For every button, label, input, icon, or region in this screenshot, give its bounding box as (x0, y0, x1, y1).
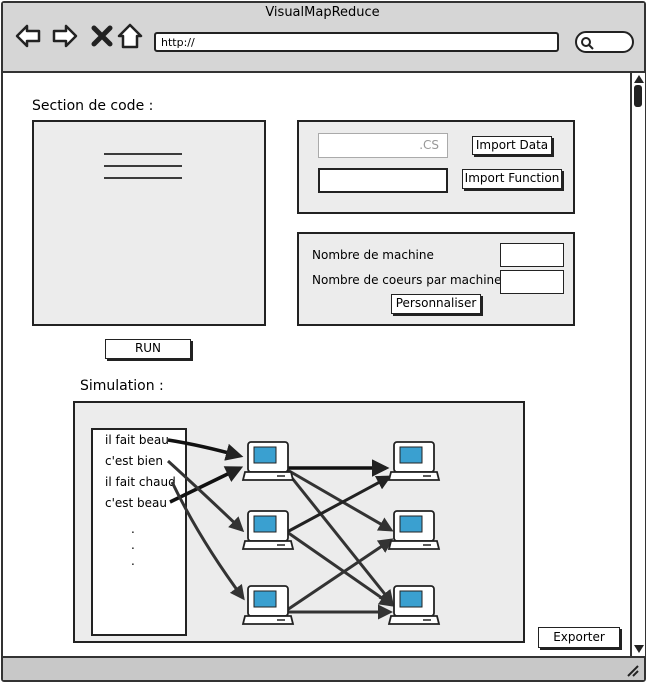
import-data-button[interactable]: Import Data (472, 136, 552, 155)
reducer-computer-icon (388, 585, 440, 625)
text-lines-icon (104, 153, 182, 179)
cores-input[interactable] (500, 270, 564, 294)
customize-button[interactable]: Personnaliser (391, 294, 481, 314)
back-arrow-icon[interactable] (14, 22, 42, 50)
ellipsis-dot: . (131, 522, 135, 536)
scroll-up-icon[interactable] (634, 75, 644, 83)
vertical-scrollbar[interactable] (630, 73, 645, 656)
search-icon (581, 37, 594, 50)
input-arrow (166, 459, 245, 533)
ellipsis-dot: . (131, 538, 135, 552)
home-icon[interactable] (116, 22, 144, 50)
simulation-label: Simulation : (80, 378, 164, 394)
mapper-computer-icon (242, 585, 294, 625)
map-arrow (283, 466, 394, 532)
input-arrow (167, 438, 244, 461)
mapper-computer-icon (242, 510, 294, 550)
run-button[interactable]: RUN (105, 339, 191, 359)
code-editor[interactable] (32, 120, 266, 326)
list-item: il fait chaud (105, 475, 176, 489)
code-section-label: Section de code : (32, 98, 154, 114)
list-item: c'est bien (105, 454, 163, 468)
function-file-input[interactable] (318, 168, 448, 193)
mapper-computer-icon (242, 441, 294, 481)
input-arrow (170, 481, 245, 601)
ellipsis-dot: . (131, 554, 135, 568)
map-arrow (286, 475, 392, 534)
scroll-thumb[interactable] (634, 85, 642, 107)
forward-arrow-icon[interactable] (51, 22, 79, 50)
search-field[interactable] (575, 31, 634, 53)
resize-grip-icon[interactable] (625, 663, 639, 677)
window-title: VisualMapReduce (265, 5, 380, 20)
list-item: il fait beau (105, 433, 169, 447)
machines-label: Nombre de machine (312, 248, 434, 262)
machines-input[interactable] (500, 243, 564, 267)
map-arrow (286, 538, 394, 612)
reducer-computer-icon (388, 510, 440, 550)
import-function-button[interactable]: Import Function (462, 169, 562, 189)
url-input[interactable]: http:// (154, 32, 559, 52)
map-arrow (282, 467, 394, 606)
reducer-computer-icon (388, 441, 440, 481)
cores-label: Nombre de coeurs par machine (312, 273, 502, 287)
map-arrow (286, 530, 395, 607)
status-bar (3, 656, 644, 680)
list-item: c'est beau (105, 496, 168, 510)
data-file-input[interactable]: .CS (318, 133, 448, 158)
close-icon[interactable] (88, 22, 116, 50)
input-arrow (169, 466, 244, 504)
scroll-down-icon[interactable] (634, 645, 644, 653)
export-button[interactable]: Exporter (538, 627, 620, 648)
